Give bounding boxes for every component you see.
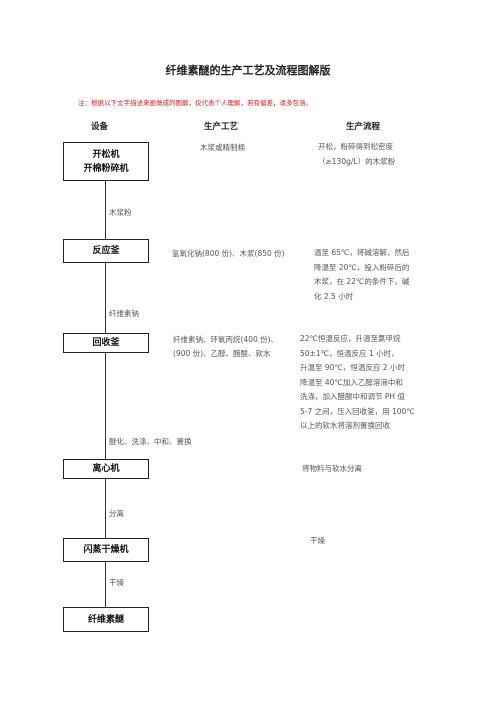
flow-step-3-line: 以上的软水将溶剂置换回收	[300, 421, 390, 430]
flow-step-2-line: 化 2.5 小时	[314, 291, 354, 301]
equipment-box-centrifuge: 离心机	[63, 459, 149, 479]
edge-label-sodium-cellulose: 纤维素钠	[109, 309, 139, 318]
flow-step-3-line: 洗涤，加入醋酸中和调节 PH 值	[300, 392, 405, 401]
flow-step-2-line: 温至 65℃，将碱溶解，然后	[314, 248, 410, 257]
equipment-label-flash-dryer: 闪蒸干燥机	[83, 545, 129, 555]
process-step-3: 纤维素钠、环氧丙烷(400 份)、 (900 份)、乙醇、醋酸、软水	[173, 333, 278, 361]
flow-step-3-line: 升温至 90℃，恒温反应 2 小时	[300, 363, 405, 372]
process-step-1: 木浆或精制棉	[200, 143, 245, 152]
equipment-label-crusher: 开棉粉碎机	[83, 163, 129, 174]
equipment-box-flash-dryer: 闪蒸干燥机	[63, 538, 149, 562]
connector-line-5	[105, 562, 106, 607]
connector-line-2	[105, 263, 106, 333]
connector-line-1	[105, 181, 106, 239]
flow-step-3-line: 降温至 40℃加入乙醇溶液中和	[300, 377, 403, 387]
header-equipment: 设备	[91, 122, 109, 132]
equipment-label-centrifuge: 离心机	[92, 464, 120, 474]
edge-label-drying: 干燥	[109, 578, 124, 587]
equipment-label-reactor: 反应釜	[92, 246, 120, 256]
equipment-box-recovery: 回收釜	[63, 333, 149, 353]
equipment-label-product: 纤维素醚	[87, 614, 124, 625]
process-step-2: 氢氧化钠(800 份)、木浆(850 份)	[172, 249, 285, 258]
equipment-box-opener: 开松机 开棉粉碎机	[63, 142, 149, 181]
page-title: 纤维素醚的生产工艺及流程图解版	[165, 64, 331, 77]
equipment-label-opener: 开松机	[92, 149, 120, 160]
connector-line-4	[105, 479, 106, 538]
flow-step-2: 温至 65℃，将碱溶解，然后 降温至 20℃，投入粉碎后的 木浆，在 22℃的条…	[314, 246, 409, 304]
process-step-3-line-2: (900 份)、乙醇、醋酸、软水	[173, 349, 271, 358]
header-process: 生产工艺	[204, 122, 239, 132]
process-step-3-line-1: 纤维素钠、环氧丙烷(400 份)、	[173, 335, 279, 344]
flow-step-1-line: 开松，粉碎得到松密度	[318, 142, 393, 151]
edge-label-wood-pulp-powder: 木浆粉	[109, 208, 132, 217]
flow-step-3: 22℃恒温反应，升温至氯甲烷 50±1℃，恒温反应 1 小时， 升温至 90℃，…	[300, 332, 415, 434]
flow-step-3-line: 50±1℃，恒温反应 1 小时，	[300, 348, 399, 358]
flow-step-2-line: 木浆，在 22℃的条件下，碱	[314, 277, 410, 286]
equipment-label-recovery: 回收釜	[92, 338, 120, 348]
flow-step-4: 将物料与软水分离	[302, 464, 362, 473]
flow-step-1-line: （≥130g/L）的木浆粉	[318, 156, 396, 166]
flow-step-5: 干燥	[310, 536, 325, 545]
flow-step-2-line: 降温至 20℃，投入粉碎后的	[314, 262, 410, 272]
equipment-box-reactor: 反应釜	[63, 239, 149, 263]
edge-label-separation: 分离	[109, 509, 124, 518]
flow-step-3-line: 5-7 之间，压入回收釜，用 100℃	[300, 406, 415, 416]
equipment-box-product: 纤维素醚	[63, 607, 149, 632]
edge-label-etherification: 醚化、洗涤、中和、置换	[109, 437, 192, 446]
header-flow: 生产流程	[346, 122, 381, 132]
flow-step-1: 开松，粉碎得到松密度 （≥130g/L）的木浆粉	[318, 140, 395, 169]
connector-line-3	[105, 353, 106, 459]
disclaimer-note: 注：根据以下文字描述来画做成的图解，仅代表个人理解，若有偏差，请多包涵。	[78, 99, 312, 107]
flow-step-3-line: 22℃恒温反应，升温至氯甲烷	[300, 334, 401, 343]
